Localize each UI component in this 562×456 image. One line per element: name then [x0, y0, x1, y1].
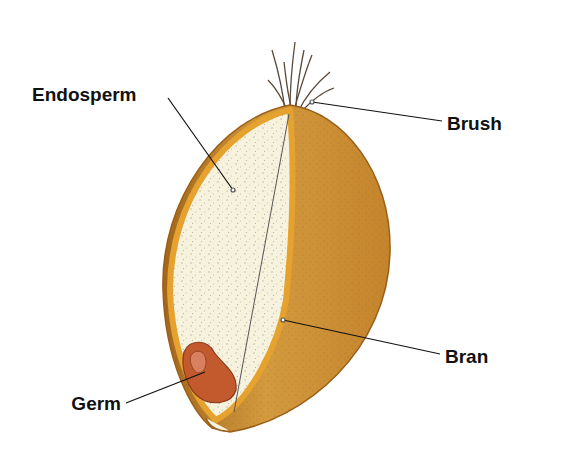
endosperm-face	[170, 110, 292, 420]
part-label: Bran	[445, 346, 488, 368]
bran-texture	[163, 105, 390, 432]
germ-embryo	[190, 351, 206, 373]
leader-lines	[126, 98, 442, 403]
part-label: Brush	[447, 113, 502, 135]
crease-line	[234, 114, 289, 412]
part-label: Endosperm	[32, 84, 137, 106]
part-label: Germ	[71, 393, 121, 415]
germ-shape	[183, 342, 236, 402]
brush-hairs	[268, 42, 334, 113]
kernel-tip	[206, 418, 230, 431]
bran-shell	[163, 105, 390, 432]
